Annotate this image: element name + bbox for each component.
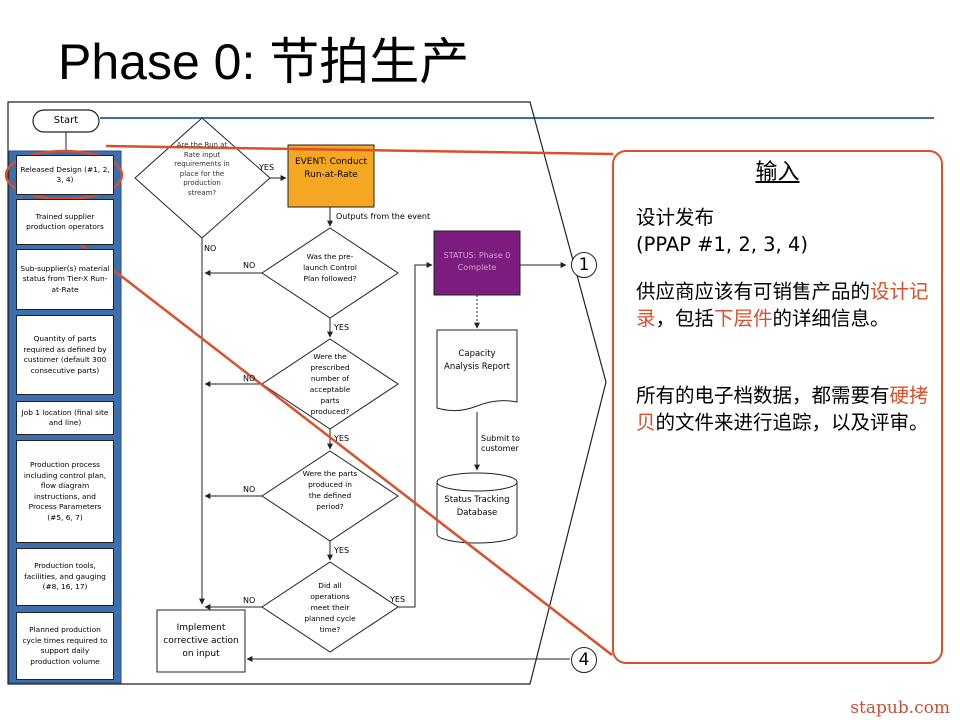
database-label: Status Tracking Database — [444, 495, 510, 518]
event-label: EVENT: Conduct Run-at-Rate — [294, 157, 368, 180]
sub-component-highlight: 下层件 — [714, 307, 773, 330]
ppap-reference: (PPAP #1, 2, 3, 4) — [636, 233, 808, 256]
sidebar-item-released-design: Released Design (#1, 2, 3, 4) — [16, 155, 114, 195]
connector-1: 1 — [571, 252, 597, 278]
no-label-inputs: NO — [204, 244, 217, 253]
capacity-report-label: Capacity Analysis Report — [444, 349, 510, 372]
yes-label-cycle: YES — [390, 595, 406, 604]
decision-period-text: Were the parts produced in the defined p… — [302, 469, 358, 511]
submit-label: Submit to customer — [481, 434, 520, 453]
corrective-box — [156, 609, 246, 673]
input-panel-heading: 输入 — [755, 160, 800, 185]
no-label-acceptable: NO — [243, 374, 256, 383]
title-underline — [100, 117, 934, 119]
outputs-label: Outputs from the event — [336, 212, 431, 221]
input-panel: 输入 设计发布 (PPAP #1, 2, 3, 4) 供应商应该有可销售产品的设… — [612, 150, 943, 664]
database-shape — [436, 482, 518, 544]
start-label: Start — [53, 115, 79, 126]
input-panel-paragraph-1: 设计发布 (PPAP #1, 2, 3, 4) — [636, 204, 936, 258]
sidebar-item-quantity: Quantity of parts required as defined by… — [16, 315, 114, 395]
sidebar-item-production-process: Production process including control pla… — [16, 440, 114, 543]
status-label: STATUS: Phase 0 Complete — [443, 251, 511, 272]
no-label-control-plan: NO — [243, 261, 256, 270]
yes-label-period: YES — [334, 546, 350, 555]
sidebar-item-sub-supplier: Sub-supplier(s) material status from Tie… — [16, 249, 114, 310]
footer-watermark: stapub.com — [850, 698, 950, 718]
connector-4: 4 — [571, 647, 597, 673]
design-record-highlight: 设计记录 — [636, 280, 929, 330]
slide-title: Phase 0: 节拍生产 — [58, 34, 470, 90]
hard-copy-highlight: 硬拷贝 — [636, 384, 929, 434]
yes-label-control-plan: YES — [334, 323, 350, 332]
sidebar-item-production-tools: Production tools, facilities, and gaugin… — [16, 548, 114, 606]
decision-acceptable-text: Were the prescribed number of acceptable… — [309, 352, 351, 416]
yes-label-acceptable: YES — [334, 434, 350, 443]
sidebar-item-trained-operators: Trained supplier production operators — [16, 199, 114, 245]
capacity-report-shape — [436, 329, 518, 412]
design-release-label: 设计发布 — [636, 206, 715, 229]
yes-label-inputs: YES — [259, 163, 275, 172]
sidebar-item-cycle-times: Planned production cycle times required … — [16, 612, 114, 680]
sidebar-item-job1-location: Job 1 location (final site and line) — [16, 401, 114, 435]
decision-cycle-text: Did all operations meet their planned cy… — [304, 581, 356, 634]
input-panel-paragraph-2: 供应商应该有可销售产品的设计记录，包括下层件的详细信息。 — [636, 280, 929, 330]
corrective-action-label: Implement corrective action on input — [163, 623, 239, 659]
event-box — [287, 144, 375, 208]
decision-cycle-shape — [261, 561, 399, 653]
no-label-period: NO — [243, 485, 256, 494]
decision-control-plan-text: Was the pre-launch Control Plan followed… — [303, 252, 357, 283]
no-label-cycle: NO — [243, 596, 256, 605]
input-panel-paragraph-3: 所有的电子档数据，都需要有硬拷贝的文件来进行追踪，以及评审。 — [636, 384, 929, 434]
decision-inputs-text: Are the Run at Rate input requirements i… — [174, 141, 230, 197]
phase-frame — [7, 101, 607, 685]
